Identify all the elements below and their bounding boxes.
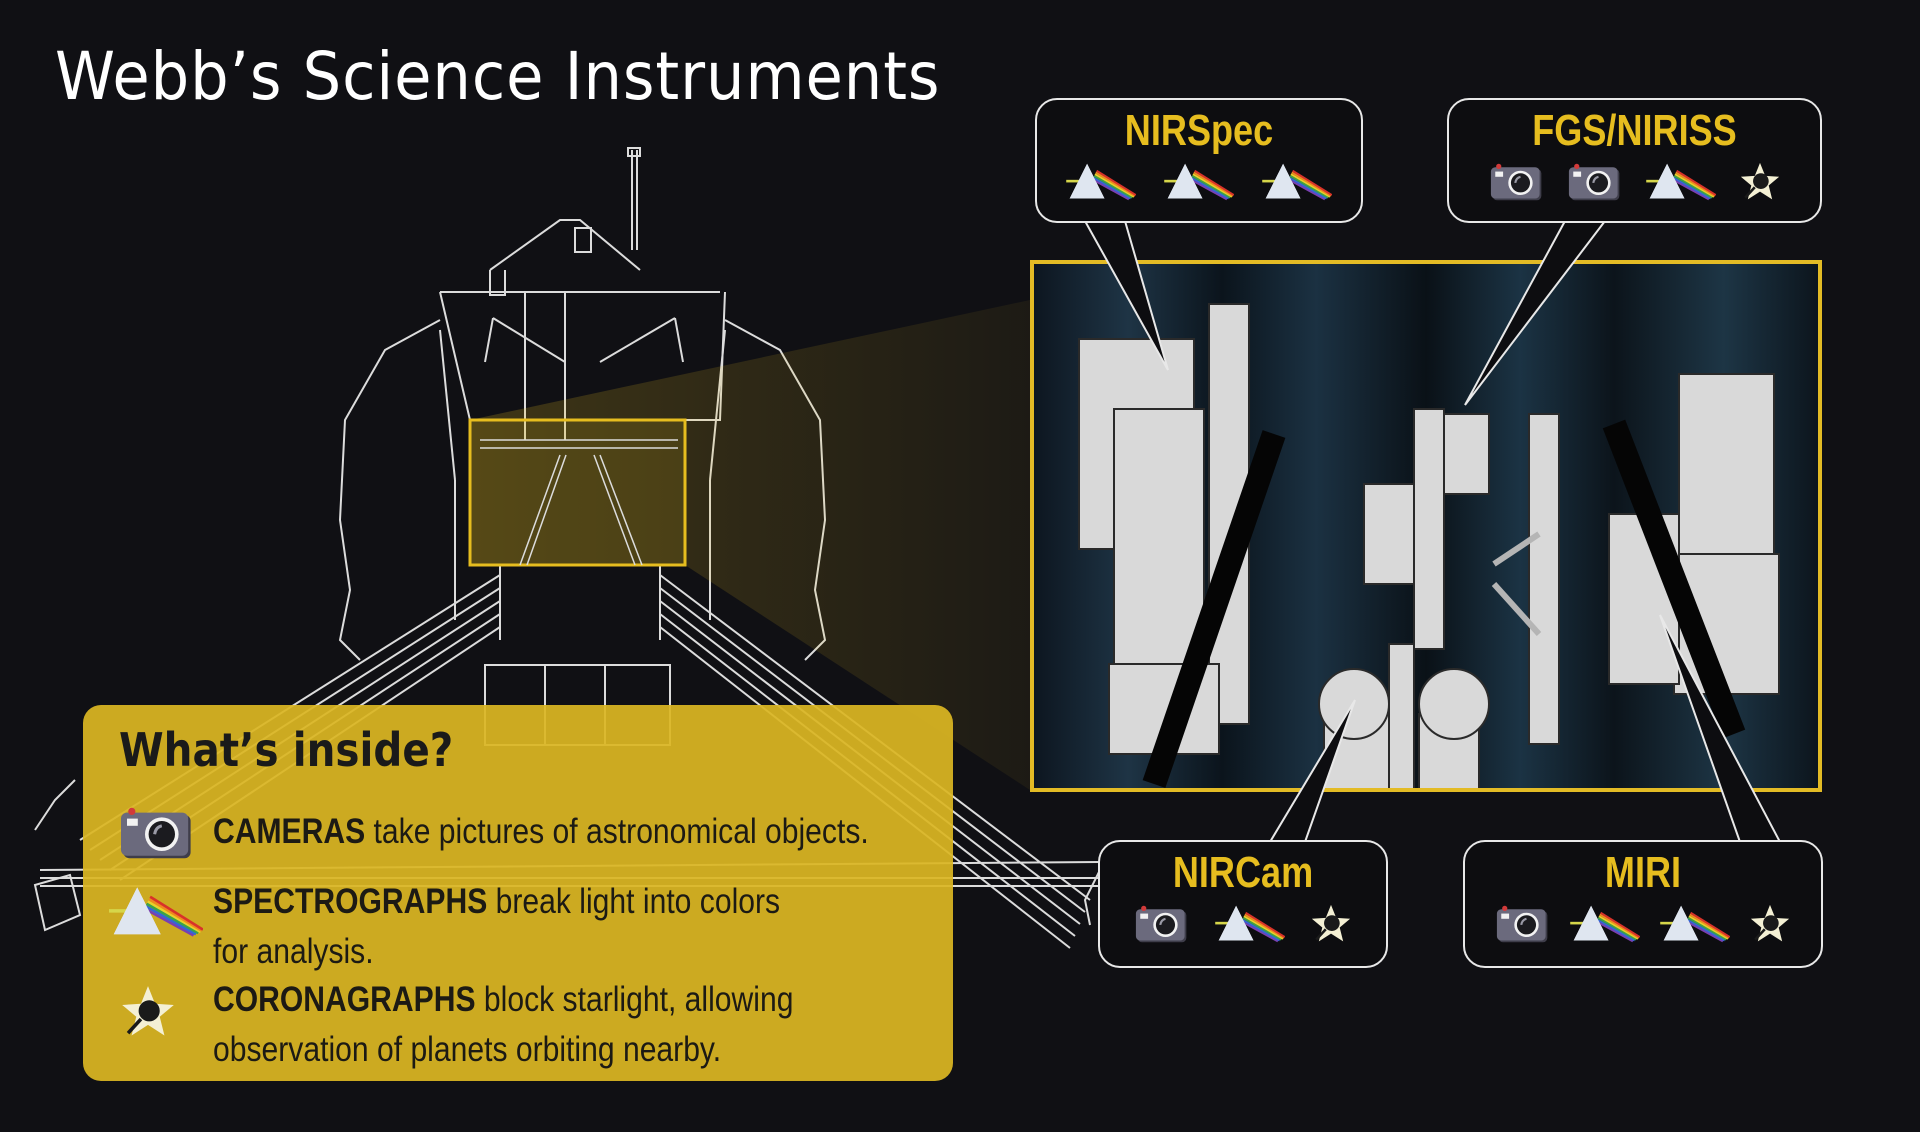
instrument-name-miri: MIRI <box>1604 848 1682 897</box>
legend-term: CAMERAS <box>213 812 366 851</box>
prism-icon <box>1164 162 1234 202</box>
prism-icon <box>1660 904 1730 944</box>
callout-miri: MIRI <box>1463 840 1823 968</box>
callout-fgs-niriss: FGS/NIRISS <box>1447 98 1822 223</box>
legend-description-line2: for analysis. <box>213 932 374 971</box>
prism-icon <box>1215 904 1285 944</box>
camera-icon <box>1568 162 1622 202</box>
instrument-name-nircam: NIRCam <box>1172 848 1314 897</box>
legend-item-text: CORONAGRAPHS block starlight, allowing o… <box>213 975 793 1075</box>
coronagraph-star-icon <box>1750 904 1790 944</box>
legend-description: break light into colors <box>487 882 781 921</box>
legend-heading: What’s inside? <box>119 723 454 777</box>
legend-description: block starlight, allowing <box>475 980 794 1019</box>
prism-icon <box>1570 904 1640 944</box>
legend-item-text: SPECTROGRAPHS break light into colors fo… <box>213 877 780 977</box>
legend-item-text: CAMERAS take pictures of astronomical ob… <box>213 807 869 857</box>
callout-nirspec: NIRSpec <box>1035 98 1363 223</box>
legend-panel: What’s inside? CAMERAS take pictures of … <box>83 705 953 1081</box>
prism-icon <box>1066 162 1136 202</box>
prism-icon <box>1262 162 1332 202</box>
coronagraph-star-icon <box>1311 904 1351 944</box>
prism-icon <box>109 885 203 939</box>
legend-term: CORONAGRAPHS <box>213 980 476 1019</box>
legend-term: SPECTROGRAPHS <box>213 882 488 921</box>
callout-nircam: NIRCam <box>1098 840 1388 968</box>
camera-icon <box>1496 904 1550 944</box>
instrument-name-nirspec: NIRSpec <box>1124 106 1274 155</box>
prism-icon <box>1646 162 1716 202</box>
instrument-name-fgs-niriss: FGS/NIRISS <box>1532 106 1737 155</box>
camera-icon <box>121 805 193 861</box>
coronagraph-star-icon <box>121 985 175 1039</box>
camera-icon <box>1135 904 1189 944</box>
coronagraph-star-icon <box>1740 162 1780 202</box>
legend-description-line2: observation of planets orbiting nearby. <box>213 1030 722 1069</box>
legend-description: take pictures of astronomical objects. <box>365 812 869 851</box>
camera-icon <box>1490 162 1544 202</box>
page-title: Webb’s Science Instruments <box>55 38 941 115</box>
instrument-module-photo <box>1030 260 1822 792</box>
